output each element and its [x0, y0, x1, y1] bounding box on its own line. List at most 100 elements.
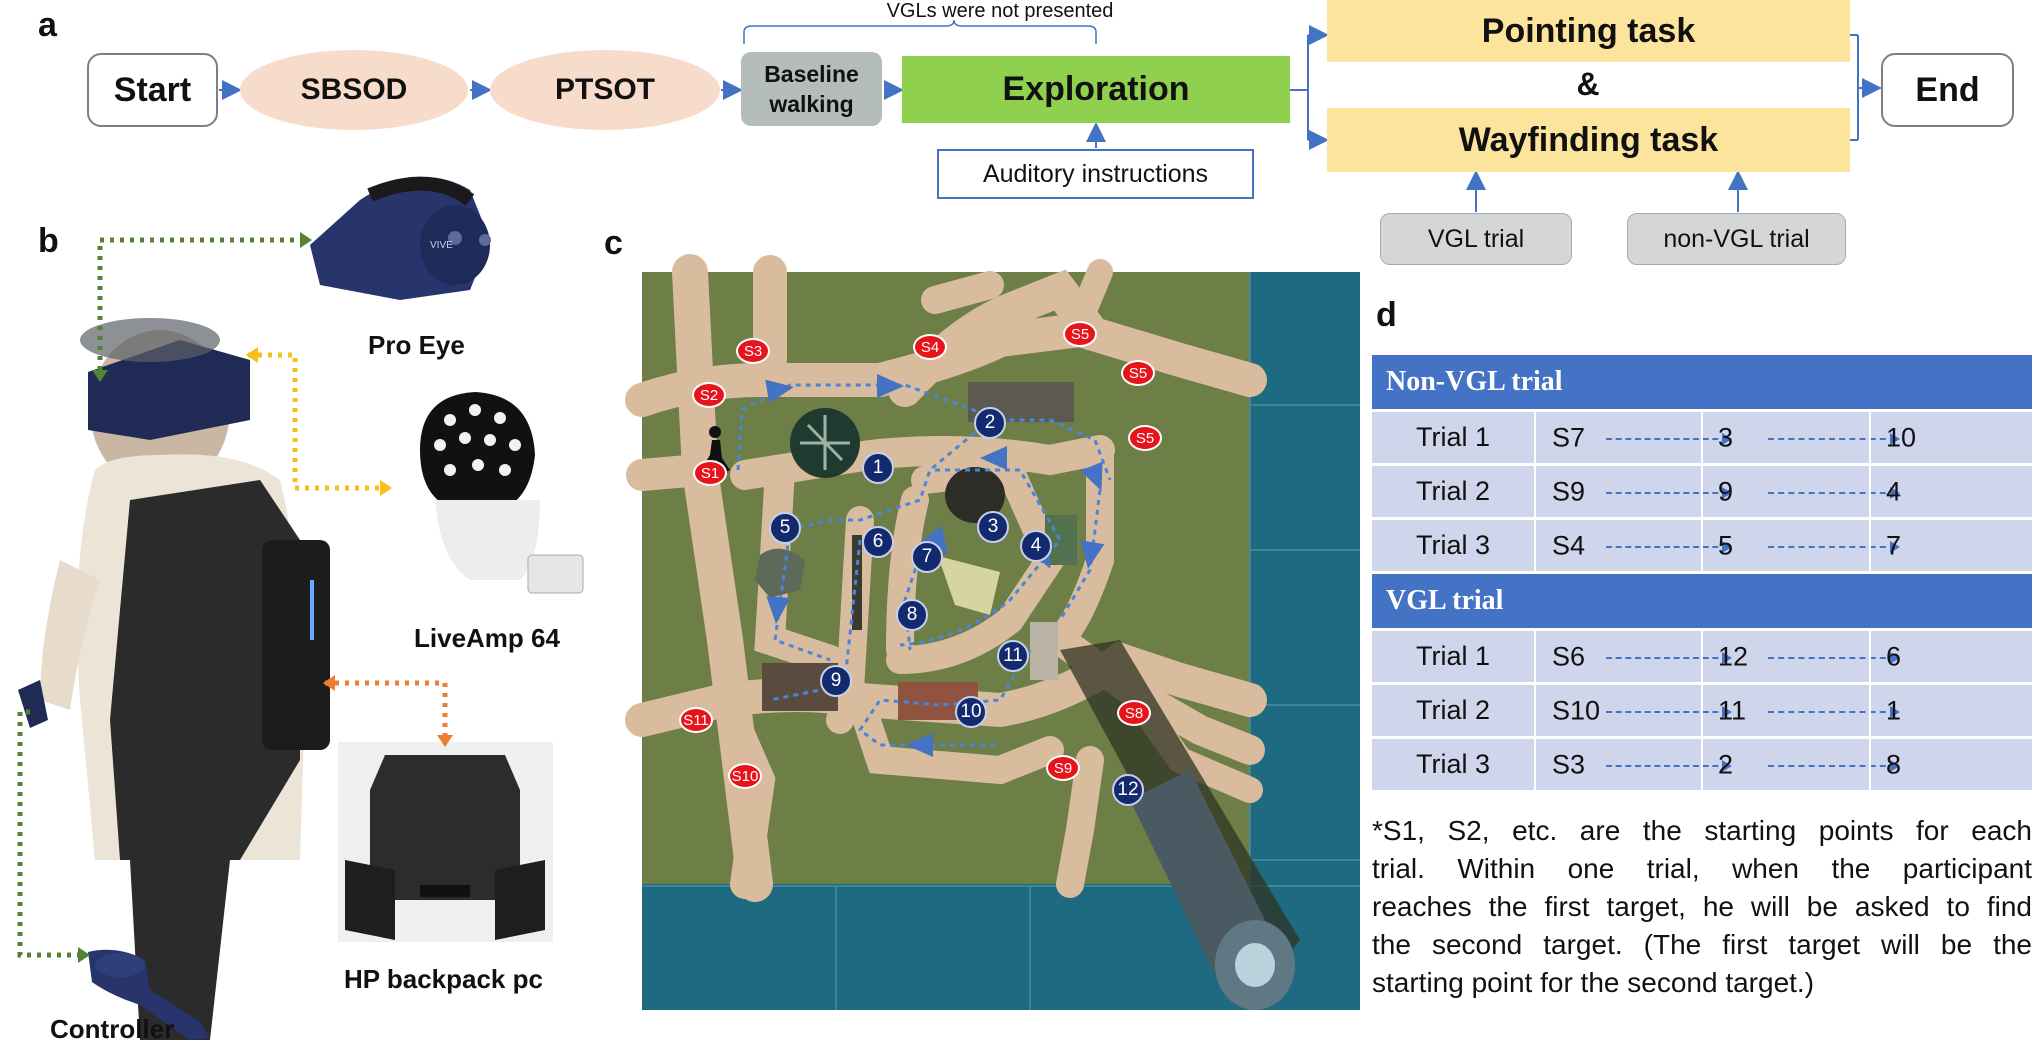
start-marker: S3	[736, 338, 770, 364]
table-row: Trial 2 S10 11 1	[1372, 682, 2032, 736]
panel-label-d: d	[1376, 296, 1397, 334]
start-point: S7	[1552, 422, 1586, 452]
ampersand: &	[1576, 66, 1600, 102]
sequence-arrow	[1768, 651, 1900, 664]
target-marker: 6	[862, 526, 894, 558]
column-divider	[1869, 520, 1871, 571]
trial-label: Trial 3	[1372, 739, 1536, 790]
column-divider	[1869, 412, 1871, 463]
trial-sequence: S7 3 10	[1536, 412, 2032, 463]
pointing-task-box: Pointing task	[1327, 0, 1850, 62]
column-divider	[1701, 520, 1703, 571]
trial-sequence: S10 11 1	[1536, 685, 2032, 736]
column-divider	[1701, 412, 1703, 463]
start-box: Start	[87, 53, 218, 127]
panel-label-c: c	[604, 224, 623, 262]
first-target: 5	[1718, 530, 1734, 560]
auditory-instructions-box: Auditory instructions	[937, 149, 1254, 199]
controller-label: Controller	[50, 1014, 175, 1044]
trial-label: Trial 1	[1372, 412, 1536, 463]
target-marker: 8	[896, 599, 928, 631]
panel-label-a: a	[38, 6, 57, 44]
start-marker: S5	[1121, 360, 1155, 386]
footnote-line: trial. Within one trial, when the partic…	[1372, 853, 2032, 884]
nonvgl-header: Non-VGL trial	[1372, 355, 2032, 409]
vgl-not-presented-note: VGLs were not presented	[886, 0, 1114, 22]
nonvgl-trial-box: non-VGL trial	[1627, 213, 1846, 265]
column-divider	[1869, 466, 1871, 517]
sequence-arrow	[1768, 759, 1900, 772]
first-target: 12	[1718, 641, 1749, 671]
target-marker: 10	[955, 696, 987, 728]
sequence-arrow	[1606, 651, 1732, 664]
vgl-trial-box: VGL trial	[1380, 213, 1572, 265]
second-target: 1	[1886, 695, 1902, 725]
sequence-arrow	[1768, 432, 1900, 445]
target-marker: 3	[977, 511, 1009, 543]
first-target: 11	[1718, 695, 1747, 725]
trial-label: Trial 2	[1372, 466, 1536, 517]
column-divider	[1869, 739, 1871, 790]
baseline-walking-box: Baseline walking	[741, 52, 882, 126]
panel-label-b: b	[38, 222, 59, 260]
sequence-arrow	[1606, 705, 1732, 718]
flow-arrows	[219, 19, 1882, 212]
start-marker: S4	[913, 334, 947, 360]
start-point: S9	[1552, 476, 1586, 506]
wayfinding-task-box: Wayfinding task	[1327, 108, 1850, 172]
liveamp-cap	[420, 392, 584, 594]
target-marker: 5	[769, 512, 801, 544]
sequence-arrow	[1606, 759, 1732, 772]
footnote-line: reaches the first target, he will be ask…	[1372, 891, 2032, 922]
pro-eye-label: Pro Eye	[368, 330, 465, 360]
trial-label: Trial 2	[1372, 685, 1536, 736]
footnote: *S1, S2, etc. are the starting points fo…	[1372, 812, 2032, 1002]
table-row: Trial 1 S7 3 10	[1372, 409, 2032, 463]
exploration-box: Exploration	[902, 56, 1290, 123]
first-target: 9	[1718, 476, 1734, 506]
target-marker: 2	[974, 407, 1006, 439]
sequence-arrow	[1768, 540, 1900, 553]
target-marker: 12	[1112, 774, 1144, 806]
target-marker: 1	[862, 452, 894, 484]
vgl-header: VGL trial	[1372, 574, 2032, 628]
target-marker: 9	[820, 665, 852, 697]
table-row: Trial 3 S3 2 8	[1372, 736, 2032, 790]
start-marker: S10	[728, 763, 762, 789]
start-marker: S5	[1063, 321, 1097, 347]
participant-figure	[18, 318, 330, 1040]
footnote-line: *S1, S2, etc. are the starting points fo…	[1372, 815, 2032, 846]
column-divider	[1701, 631, 1703, 682]
start-marker: S8	[1117, 700, 1151, 726]
sequence-arrow	[1606, 486, 1732, 499]
start-marker: S2	[692, 382, 726, 408]
table-row: Trial 2 S9 9 4	[1372, 463, 2032, 517]
backpack-label: HP backpack pc	[344, 964, 543, 994]
lighthouse-tower	[1130, 770, 1295, 1010]
column-divider	[1701, 466, 1703, 517]
baseline-line1: Baseline	[764, 61, 859, 87]
start-point: S3	[1552, 749, 1586, 779]
first-target: 2	[1718, 749, 1734, 779]
second-target: 8	[1886, 749, 1902, 779]
footnote-line: the second target. (The first target wil…	[1372, 929, 2032, 960]
start-marker: S11	[679, 707, 713, 733]
trial-sequence: S9 9 4	[1536, 466, 2032, 517]
column-divider	[1701, 739, 1703, 790]
second-target: 6	[1886, 641, 1902, 671]
table-row: Trial 3 S4 5 7	[1372, 517, 2032, 571]
start-marker: S9	[1046, 755, 1080, 781]
second-target: 10	[1886, 422, 1917, 452]
ptsot-ellipse: PTSOT	[490, 50, 720, 130]
sequence-arrow	[1768, 705, 1900, 718]
column-divider	[1869, 685, 1871, 736]
start-marker: S5	[1128, 425, 1162, 451]
trial-sequence: S4 5 7	[1536, 520, 2032, 571]
second-target: 7	[1886, 530, 1902, 560]
target-marker: 7	[911, 541, 943, 573]
liveamp-label: LiveAmp 64	[414, 623, 560, 653]
baseline-line2: walking	[769, 91, 854, 117]
start-point: S6	[1552, 641, 1586, 671]
trial-label: Trial 1	[1372, 631, 1536, 682]
first-target: 3	[1718, 422, 1734, 452]
